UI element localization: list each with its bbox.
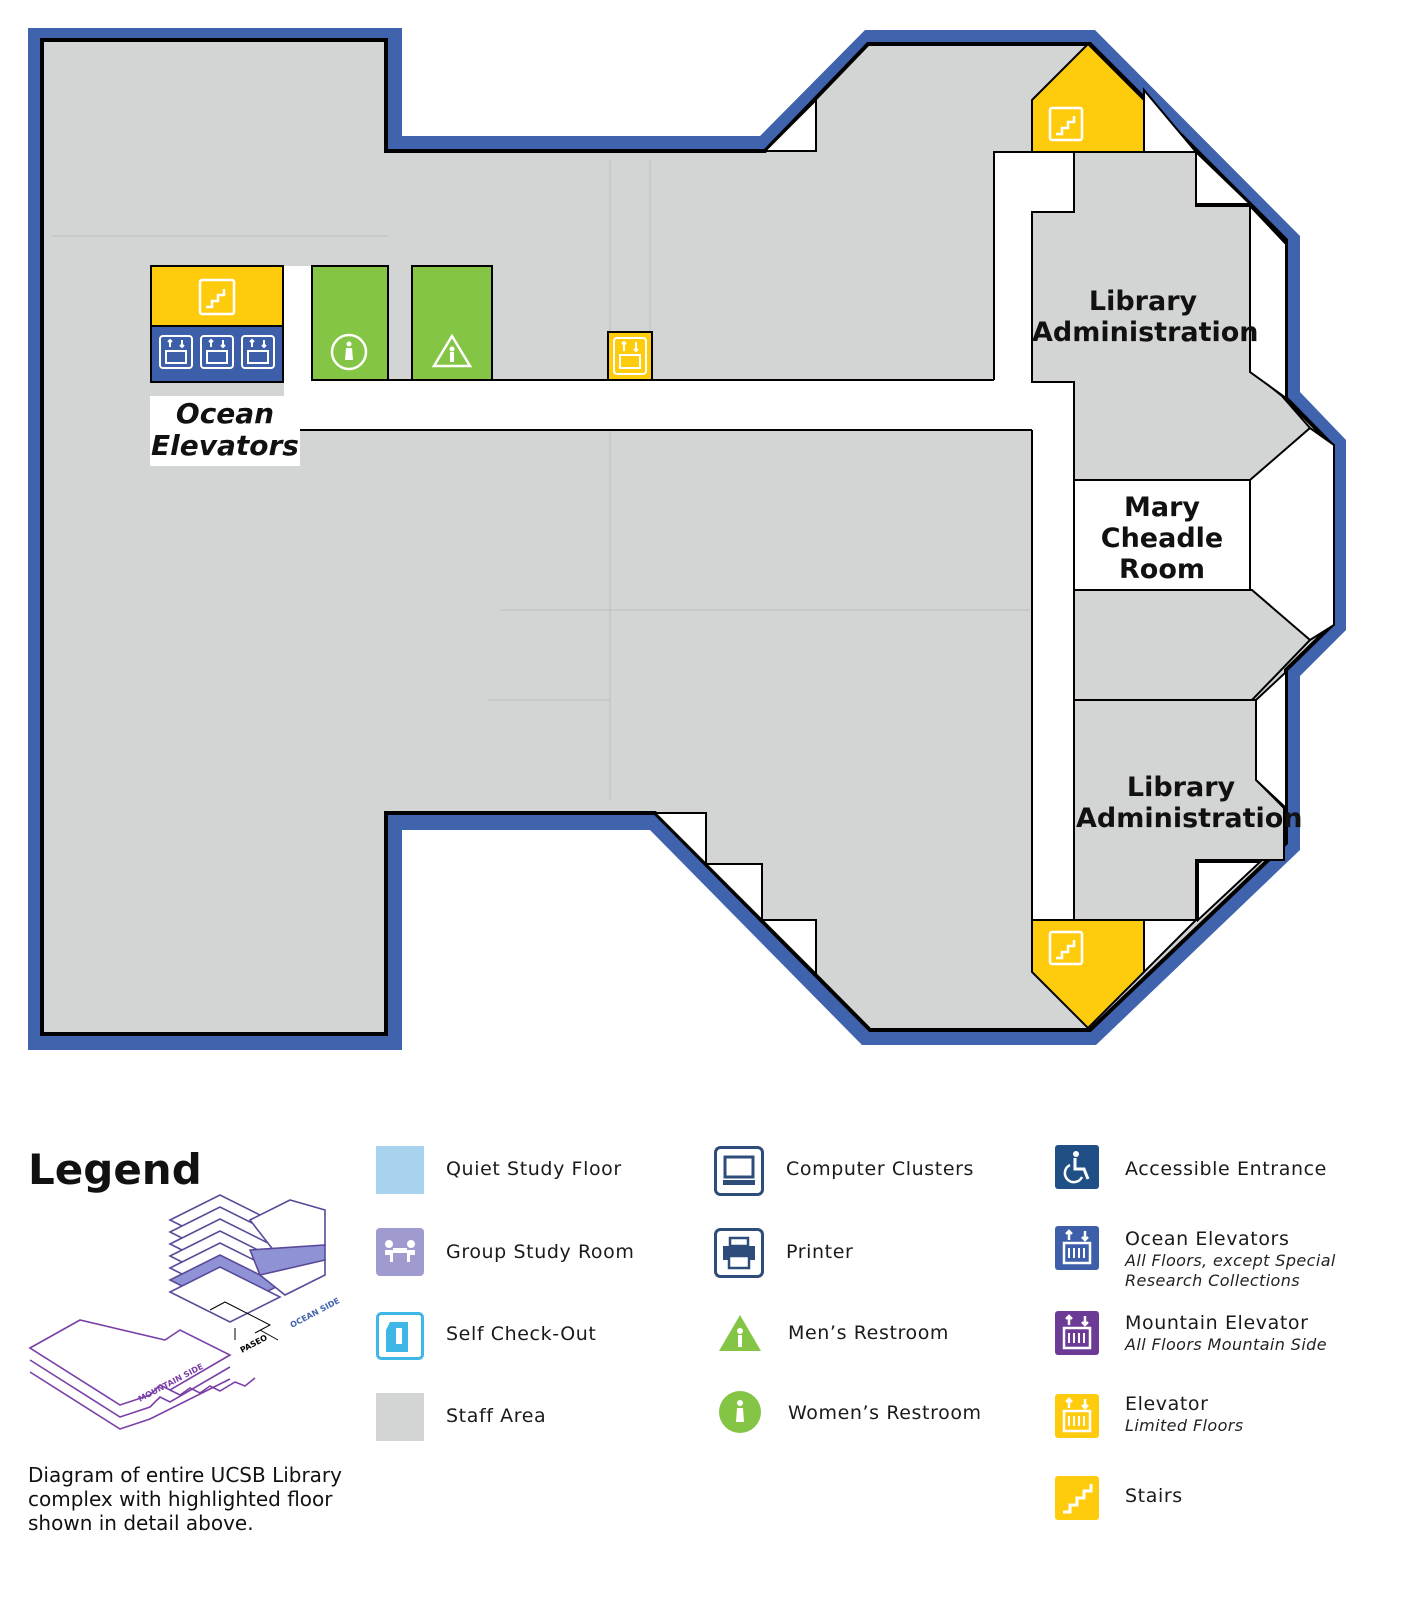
legend-title: Legend (28, 1145, 202, 1194)
ocean-elevators-label: Ocean Elevators (150, 396, 300, 466)
ocean-elevators-note-line1: All Floors, except Special (1125, 1251, 1336, 1270)
library-admin-top-line1: Library (1088, 286, 1198, 317)
mary-cheadle-line3: Room (1118, 554, 1206, 585)
room-below-cheadle (1073, 589, 1312, 701)
ocean-elevator-icon (1055, 1226, 1099, 1270)
group-study-icon (376, 1228, 424, 1276)
womens-restroom-room (311, 265, 389, 381)
floor-plan-map (28, 28, 1346, 1050)
mens-restroom-icon (719, 1315, 761, 1351)
minimap-paseo: PASEO (239, 1333, 269, 1355)
closets (652, 87, 1287, 977)
staff-area-label: Staff Area (446, 1405, 547, 1427)
self-checkout-icon (376, 1312, 424, 1360)
printer-label: Printer (786, 1241, 854, 1263)
self-checkout-label: Self Check-Out (446, 1323, 597, 1345)
ocean-elevators-block (150, 325, 284, 383)
library-admin-bottom-line1: Library (1126, 772, 1236, 803)
accessible-entrance-icon (1055, 1145, 1099, 1189)
group-study-label: Group Study Room (446, 1241, 635, 1263)
staff-area-swatch (376, 1393, 424, 1441)
mountain-elevator-note: All Floors Mountain Side (1125, 1335, 1327, 1354)
quiet-study-swatch (376, 1146, 424, 1194)
mary-cheadle-label: Mary Cheadle Room (1074, 492, 1250, 585)
ocean-elevators-note: All Floors, except Special Research Coll… (1125, 1251, 1336, 1291)
stairs-label: Stairs (1125, 1485, 1183, 1507)
library-admin-top-line2: Administration (1032, 317, 1259, 348)
library-admin-bottom-label: Library Administration (1076, 772, 1303, 834)
elevator-icon (1055, 1394, 1099, 1438)
printer-icon (714, 1228, 764, 1278)
ocean-elevators-line1: Ocean (175, 397, 275, 430)
minimap-ocean-side: OCEAN SIDE (289, 1296, 341, 1330)
mary-cheadle-room (1073, 479, 1251, 591)
accessible-entrance-label: Accessible Entrance (1125, 1158, 1327, 1180)
mountain-elevator-label: Mountain Elevator (1125, 1312, 1309, 1334)
ocean-elevators-note-line2: Research Collections (1125, 1271, 1301, 1290)
elevator-note: Limited Floors (1125, 1416, 1244, 1435)
womens-restroom-label: Women’s Restroom (788, 1402, 982, 1424)
stairs-top-right (1031, 42, 1145, 153)
computer-clusters-label: Computer Clusters (786, 1158, 975, 1180)
legend-caption: Diagram of entire UCSB Library complex w… (28, 1463, 342, 1535)
computer-icon (714, 1146, 764, 1196)
womens-restroom-icon (719, 1391, 761, 1433)
mary-cheadle-line2: Cheadle (1100, 523, 1224, 554)
stairs-icon (1055, 1476, 1099, 1520)
library-admin-top-label: Library Administration (1032, 286, 1259, 348)
quiet-study-label: Quiet Study Floor (446, 1158, 622, 1180)
library-admin-bottom-line2: Administration (1076, 803, 1303, 834)
ocean-elevators-line2: Elevators (151, 429, 299, 462)
mary-cheadle-line1: Mary (1123, 492, 1200, 523)
elevator-limited (607, 331, 653, 381)
mountain-elevator-icon (1055, 1311, 1099, 1355)
stairs-bottom-right (1031, 919, 1145, 1030)
mens-restroom-room (411, 265, 493, 381)
mens-restroom-label: Men’s Restroom (788, 1322, 950, 1344)
elevator-label: Elevator (1125, 1393, 1209, 1415)
stairs-left (150, 265, 284, 327)
library-complex-minimap: MOUNTAIN SIDE OCEAN SIDE PASEO (28, 1194, 341, 1430)
ocean-elevators-legend-label: Ocean Elevators (1125, 1228, 1290, 1250)
